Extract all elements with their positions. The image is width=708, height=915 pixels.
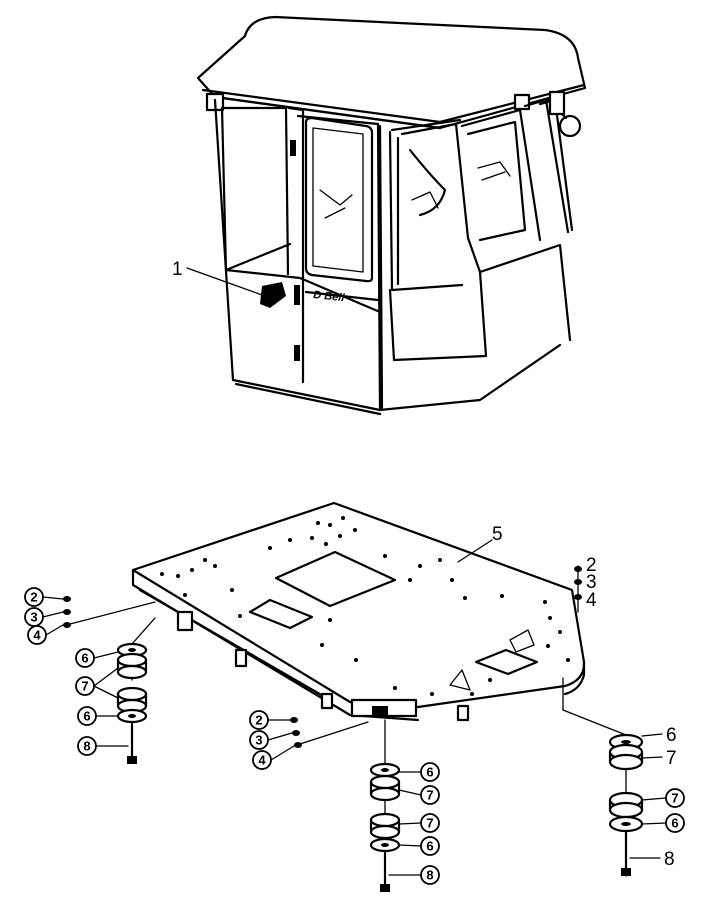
callout-right-7a: 7 xyxy=(666,748,677,769)
callout-right-7b: 7 xyxy=(671,791,678,806)
cab-logo-text: D Bell xyxy=(313,289,346,304)
callout-mid-7b: 7 xyxy=(426,816,433,831)
callout-mid-4: 4 xyxy=(258,753,266,768)
callout-mid-6a: 6 xyxy=(426,765,433,780)
callout-left-2: 2 xyxy=(30,590,37,605)
callout-left-6b: 6 xyxy=(83,709,90,724)
floor-plate: 5 xyxy=(131,501,586,722)
callout-mid-3: 3 xyxy=(255,733,262,748)
callout-1: 1 xyxy=(172,259,183,280)
callout-left-3: 3 xyxy=(30,610,37,625)
callout-mid-7a: 7 xyxy=(426,788,433,803)
callout-right-4: 4 xyxy=(586,590,597,611)
callout-mid-2: 2 xyxy=(255,713,262,728)
middle-mount-stack: 6 7 7 6 8 xyxy=(369,719,440,892)
right-mount-stack: 6 7 7 6 8 xyxy=(562,677,685,877)
left-mount-stack: 6 7 6 8 xyxy=(75,617,156,764)
callout-left-4: 4 xyxy=(33,628,41,643)
callout-left-7: 7 xyxy=(81,679,88,694)
left-top-fasteners: 2 3 4 xyxy=(24,587,156,645)
callout-mid-8: 8 xyxy=(426,868,433,883)
callout-left-6a: 6 xyxy=(81,651,88,666)
middle-top-fasteners: 2 3 4 xyxy=(249,710,369,770)
callout-mid-6b: 6 xyxy=(426,839,433,854)
callout-left-8: 8 xyxy=(83,739,90,754)
right-top-fasteners: 2 3 4 xyxy=(574,555,597,613)
callout-right-6b: 6 xyxy=(671,816,678,831)
operator-cab: D Bell 1 xyxy=(172,15,587,416)
callout-5: 5 xyxy=(492,524,503,545)
callout-right-3: 3 xyxy=(586,572,597,593)
callout-right-8: 8 xyxy=(664,849,675,870)
callout-right-6a: 6 xyxy=(666,725,677,746)
callout-right-2: 2 xyxy=(586,555,597,576)
